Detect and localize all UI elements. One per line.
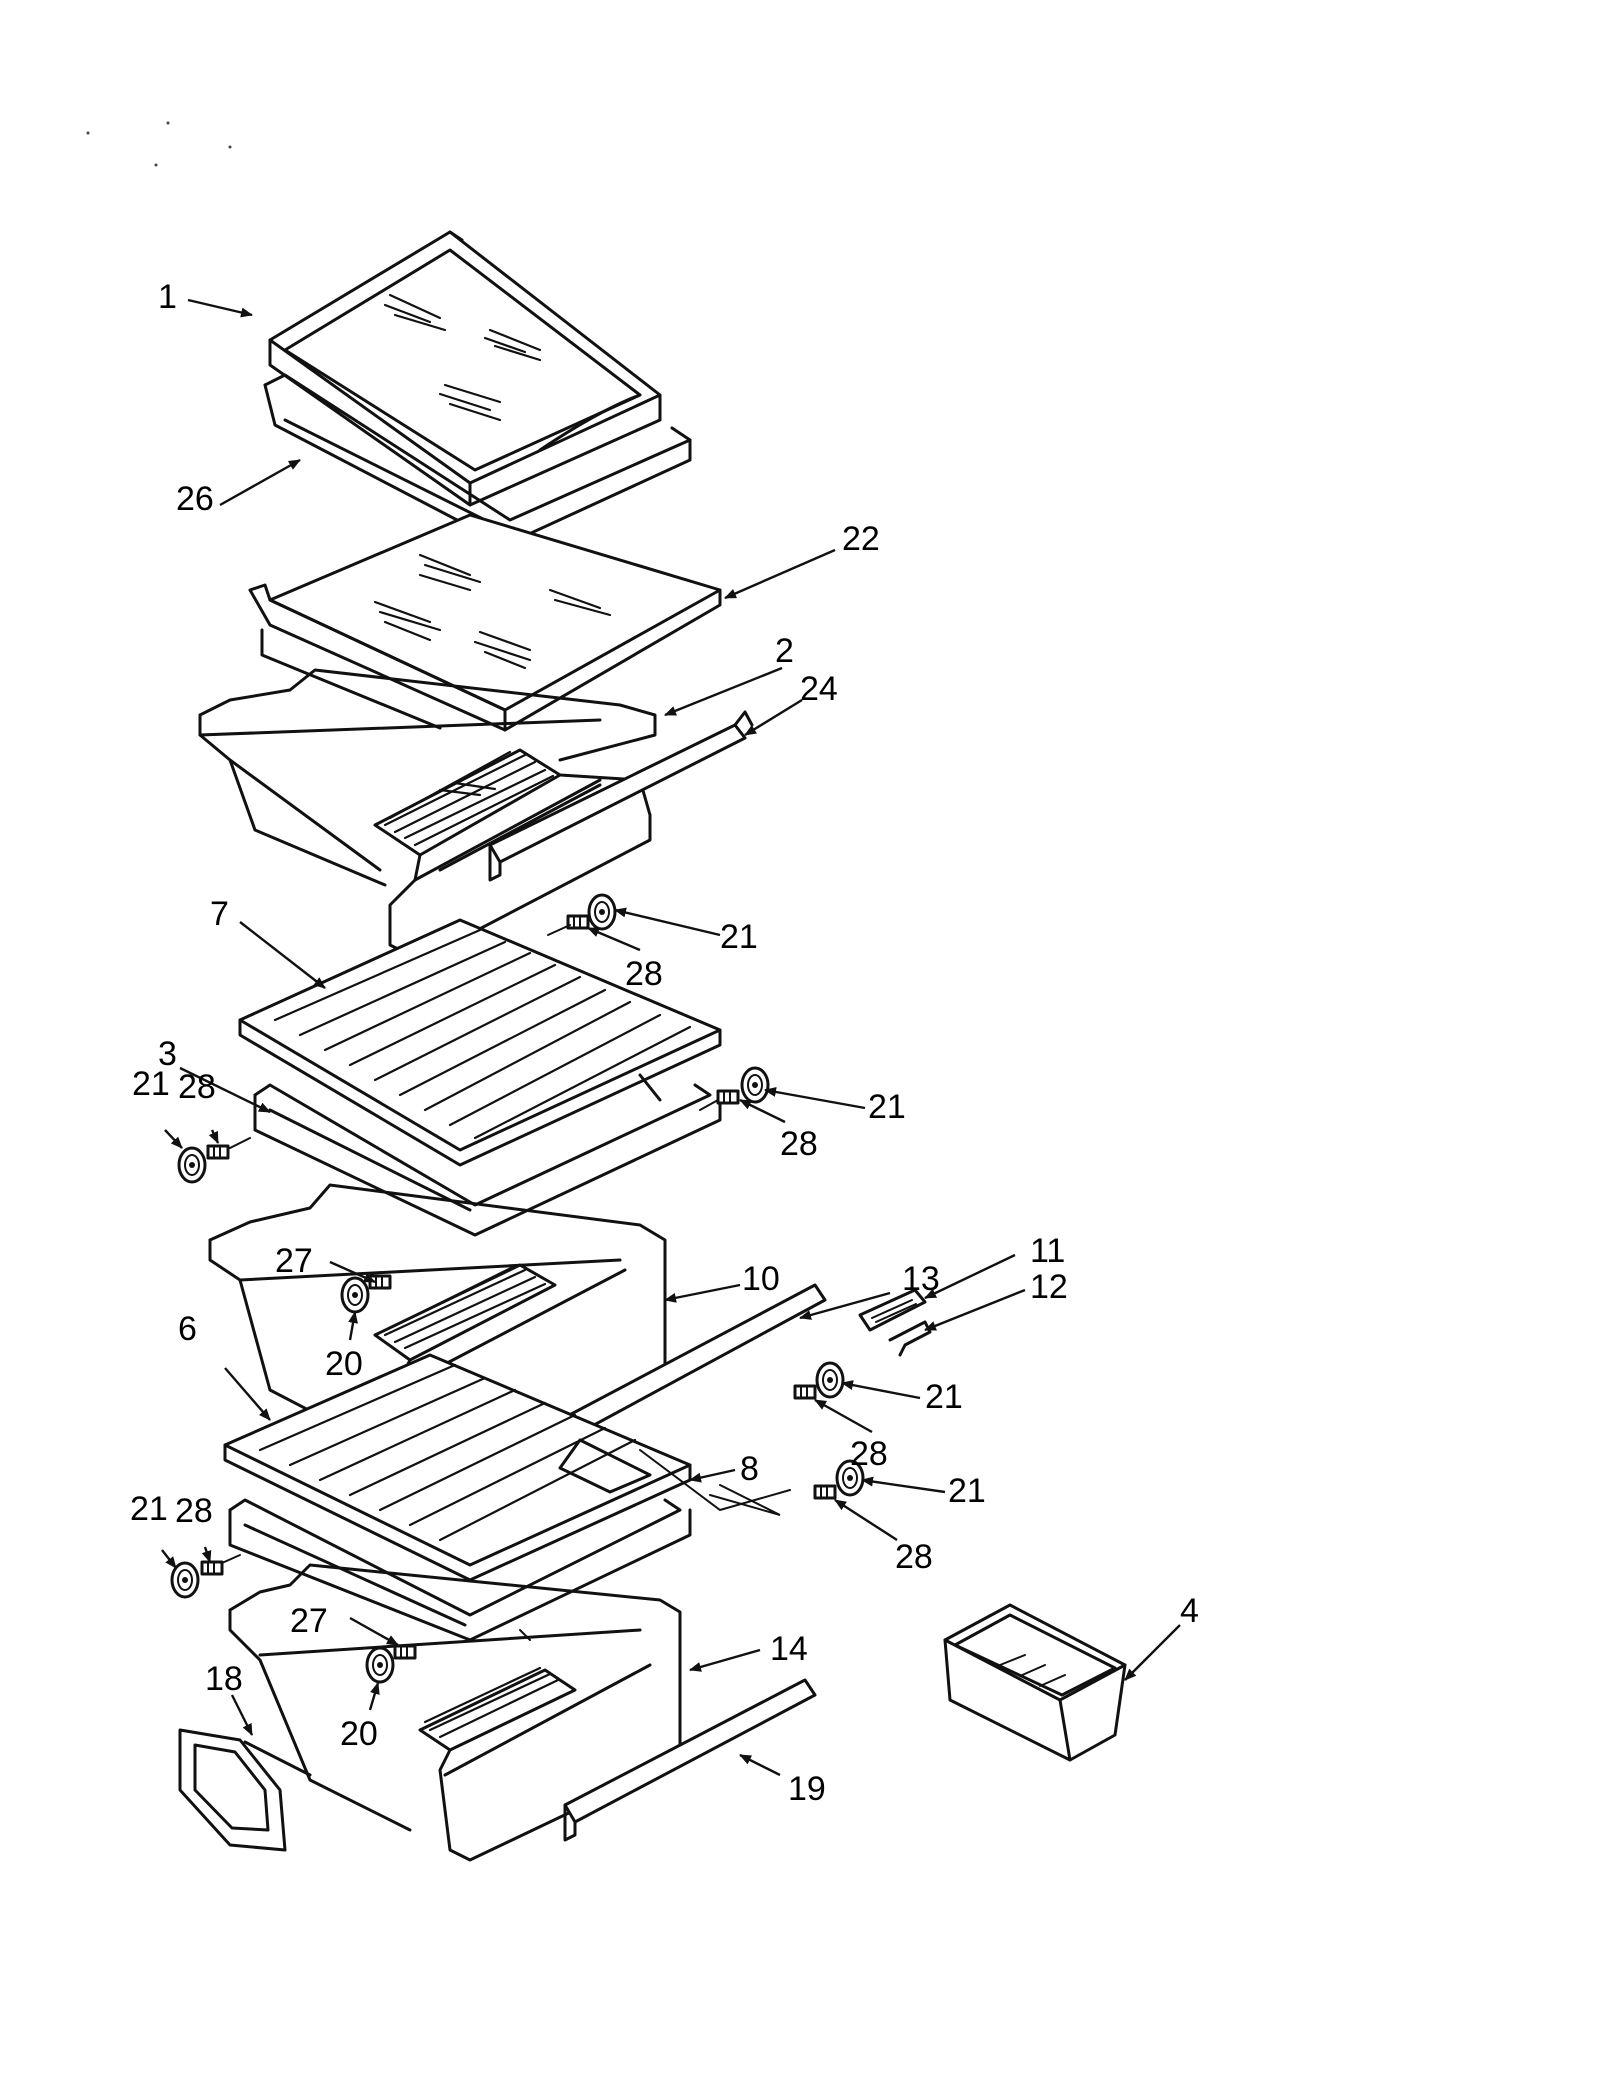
callout-14: 14 bbox=[770, 1630, 808, 1668]
part-24-trim-rail bbox=[488, 710, 754, 882]
screw-icon bbox=[793, 1384, 817, 1400]
callout-13: 13 bbox=[902, 1260, 940, 1298]
screw-icon bbox=[206, 1144, 230, 1160]
callout-20: 20 bbox=[325, 1345, 363, 1383]
screw-icon bbox=[566, 914, 590, 930]
scan-specks bbox=[86, 121, 232, 167]
callout-28: 28 bbox=[895, 1538, 933, 1576]
part-12-clip bbox=[888, 1320, 932, 1357]
roller-icon bbox=[177, 1146, 207, 1184]
callout-27: 27 bbox=[290, 1602, 328, 1640]
part-4-door-bin bbox=[943, 1603, 1127, 1762]
callout-3: 3 bbox=[158, 1035, 177, 1073]
callout-11: 11 bbox=[1030, 1232, 1065, 1270]
part-11-clip bbox=[858, 1288, 927, 1332]
part-18-label-plate bbox=[178, 1728, 312, 1852]
callout-8: 8 bbox=[740, 1450, 759, 1488]
roller-icon bbox=[170, 1561, 200, 1599]
part-2-crisper-drawer bbox=[198, 668, 657, 962]
callout-2: 2 bbox=[775, 632, 794, 670]
screw-icon bbox=[393, 1644, 417, 1660]
callout-21: 21 bbox=[130, 1490, 168, 1528]
fastener-guide-lines bbox=[221, 924, 791, 1564]
callout-28: 28 bbox=[780, 1125, 818, 1163]
callout-21: 21 bbox=[132, 1065, 170, 1103]
leader-arrows bbox=[161, 298, 1181, 1777]
callout-6: 6 bbox=[178, 1310, 197, 1348]
callout-24: 24 bbox=[800, 670, 838, 708]
screw-icon bbox=[813, 1484, 837, 1500]
callout-10: 10 bbox=[742, 1260, 780, 1298]
roller-icon bbox=[815, 1361, 845, 1399]
part-22-glass-shelf bbox=[248, 513, 722, 732]
callout-12: 12 bbox=[1030, 1268, 1068, 1306]
part-19-trim-rail bbox=[563, 1678, 817, 1842]
part-1-glass-shelf bbox=[268, 230, 662, 507]
callout-28: 28 bbox=[178, 1068, 216, 1106]
callout-26: 26 bbox=[176, 480, 214, 518]
callout-22: 22 bbox=[842, 520, 880, 558]
callout-28: 28 bbox=[850, 1435, 888, 1473]
screw-icon bbox=[200, 1560, 224, 1576]
callout-21: 21 bbox=[925, 1378, 963, 1416]
callout-4: 4 bbox=[1180, 1592, 1199, 1630]
callout-18: 18 bbox=[205, 1660, 243, 1698]
callout-21: 21 bbox=[948, 1472, 986, 1510]
callout-21: 21 bbox=[720, 918, 758, 956]
callout-27: 27 bbox=[275, 1242, 313, 1280]
roller-icon bbox=[740, 1066, 770, 1104]
callout-7: 7 bbox=[210, 895, 229, 933]
roller-icon bbox=[340, 1276, 370, 1314]
callout-20: 20 bbox=[340, 1715, 378, 1753]
callout-28: 28 bbox=[625, 955, 663, 993]
part-7-crisper-cover bbox=[238, 918, 722, 1167]
callout-21: 21 bbox=[868, 1088, 906, 1126]
part-14-crisper-drawer bbox=[228, 1563, 682, 1862]
callout-19: 19 bbox=[788, 1770, 826, 1808]
callout-28: 28 bbox=[175, 1492, 213, 1530]
roller-icon bbox=[587, 893, 617, 931]
screw-icon bbox=[716, 1089, 740, 1105]
callout-labels: 1 26 22 2 24 7 3 21 28 21 28 21 28 27 20… bbox=[130, 278, 1199, 1808]
callout-1: 1 bbox=[158, 278, 177, 316]
roller-icon bbox=[365, 1646, 395, 1684]
